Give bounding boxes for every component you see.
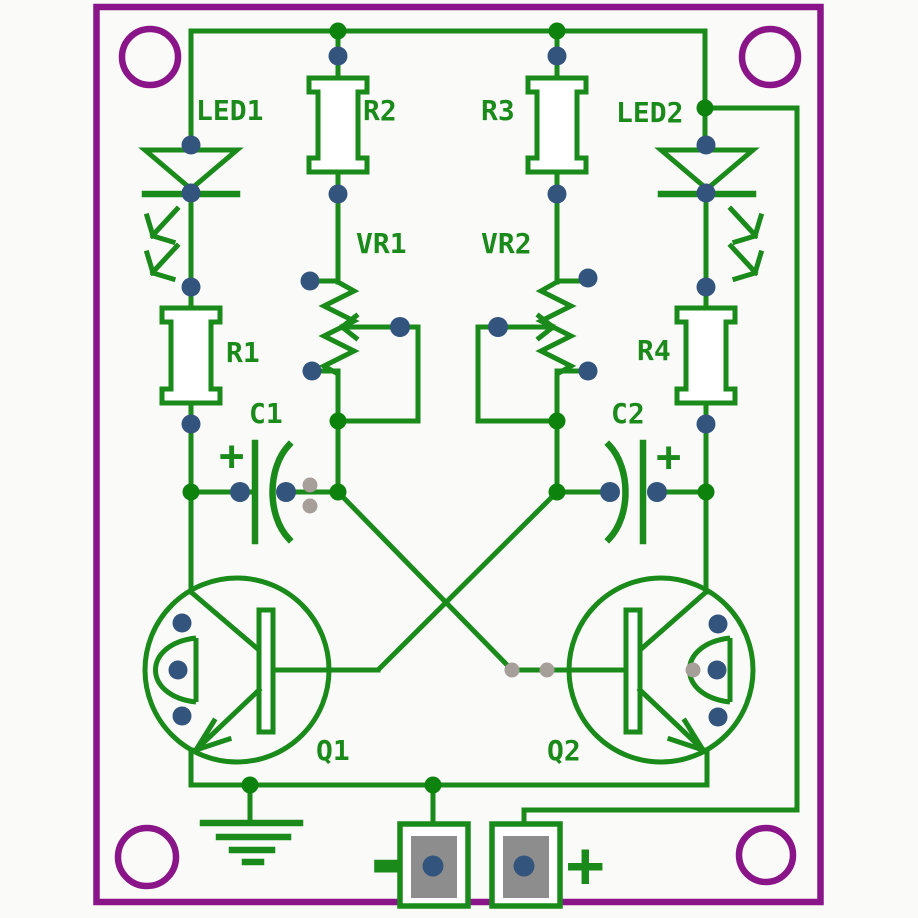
led1-light-arrow-2 (143, 242, 181, 283)
q2-label: Q2 (547, 734, 581, 767)
c1-curved-plate (269, 440, 294, 544)
vr1-zigzag-trace (318, 278, 360, 495)
c1-label: C1 (249, 397, 283, 430)
q1-collector-line (187, 588, 263, 654)
r4-label: R4 (637, 334, 671, 367)
vr1-wiper-arrow (335, 312, 421, 424)
negative-terminal-hole (422, 855, 444, 877)
vr2-wiper-arrow (475, 312, 560, 424)
c1-symbol (251, 439, 294, 545)
cross-couple-c2-q1-trace (270, 488, 561, 673)
c2-symbol (604, 439, 647, 545)
mounting-hole-top-left (118, 25, 182, 89)
led2-symbol (654, 147, 765, 283)
led2-light-arrow-1 (727, 205, 765, 246)
q1-label: Q1 (316, 734, 350, 767)
positive-terminal-hole (513, 855, 535, 877)
ground-symbol (199, 819, 304, 866)
q1-symbol (142, 575, 381, 765)
led2-triangle (654, 147, 760, 193)
c2-curved-plate (604, 440, 629, 544)
r1-body (159, 305, 223, 406)
ground-rail-trace (188, 747, 710, 788)
r4-body (674, 305, 738, 406)
q2-collector-line (636, 588, 710, 654)
mounting-hole-top-right (738, 25, 802, 89)
positive-terminal (489, 821, 563, 909)
r3-label: R3 (481, 94, 515, 127)
c2-polarity-mark: + (656, 432, 681, 481)
component-pads (168, 46, 728, 727)
led2-label: LED2 (616, 96, 683, 129)
led1-light-arrow-1 (143, 205, 181, 246)
led1-triangle (138, 147, 244, 193)
led1-label: LED1 (196, 94, 263, 127)
led2-light-arrow-2 (727, 242, 765, 283)
positive-terminal-mark: + (566, 829, 605, 903)
vr2-zigzag-trace (535, 278, 577, 495)
c2-label: C2 (611, 397, 645, 430)
q2-emitter-arrow (636, 686, 707, 754)
negative-terminal (397, 821, 471, 909)
c1-polarity-mark: + (219, 431, 244, 480)
junction-dots (182, 22, 715, 794)
r2-label: R2 (363, 94, 397, 127)
resistor-bodies (159, 75, 738, 406)
negative-terminal-mark: - (361, 809, 415, 914)
r1-label: R1 (226, 336, 260, 369)
r2-body (306, 75, 370, 175)
vr1-label: VR1 (356, 227, 407, 260)
mounting-hole-bottom-right (735, 824, 797, 886)
q1-package-outline (153, 635, 199, 705)
silkscreen-labels: LED1 R2 R3 LED2 VR1 VR2 R1 R4 C1 C2 Q1 Q… (196, 94, 683, 914)
vr2-label: VR2 (481, 227, 532, 260)
positive-feed-trace (521, 105, 800, 827)
r3-body (525, 75, 589, 175)
vias (302, 477, 701, 678)
mounting-hole-bottom-left (114, 824, 180, 890)
vr1-stub-traces (307, 278, 341, 374)
vr2-stub-traces (554, 278, 591, 374)
cross-couple-c1-q2-trace (334, 488, 629, 673)
power-rail-trace (188, 28, 708, 153)
q1-emitter-arrow (192, 686, 263, 754)
